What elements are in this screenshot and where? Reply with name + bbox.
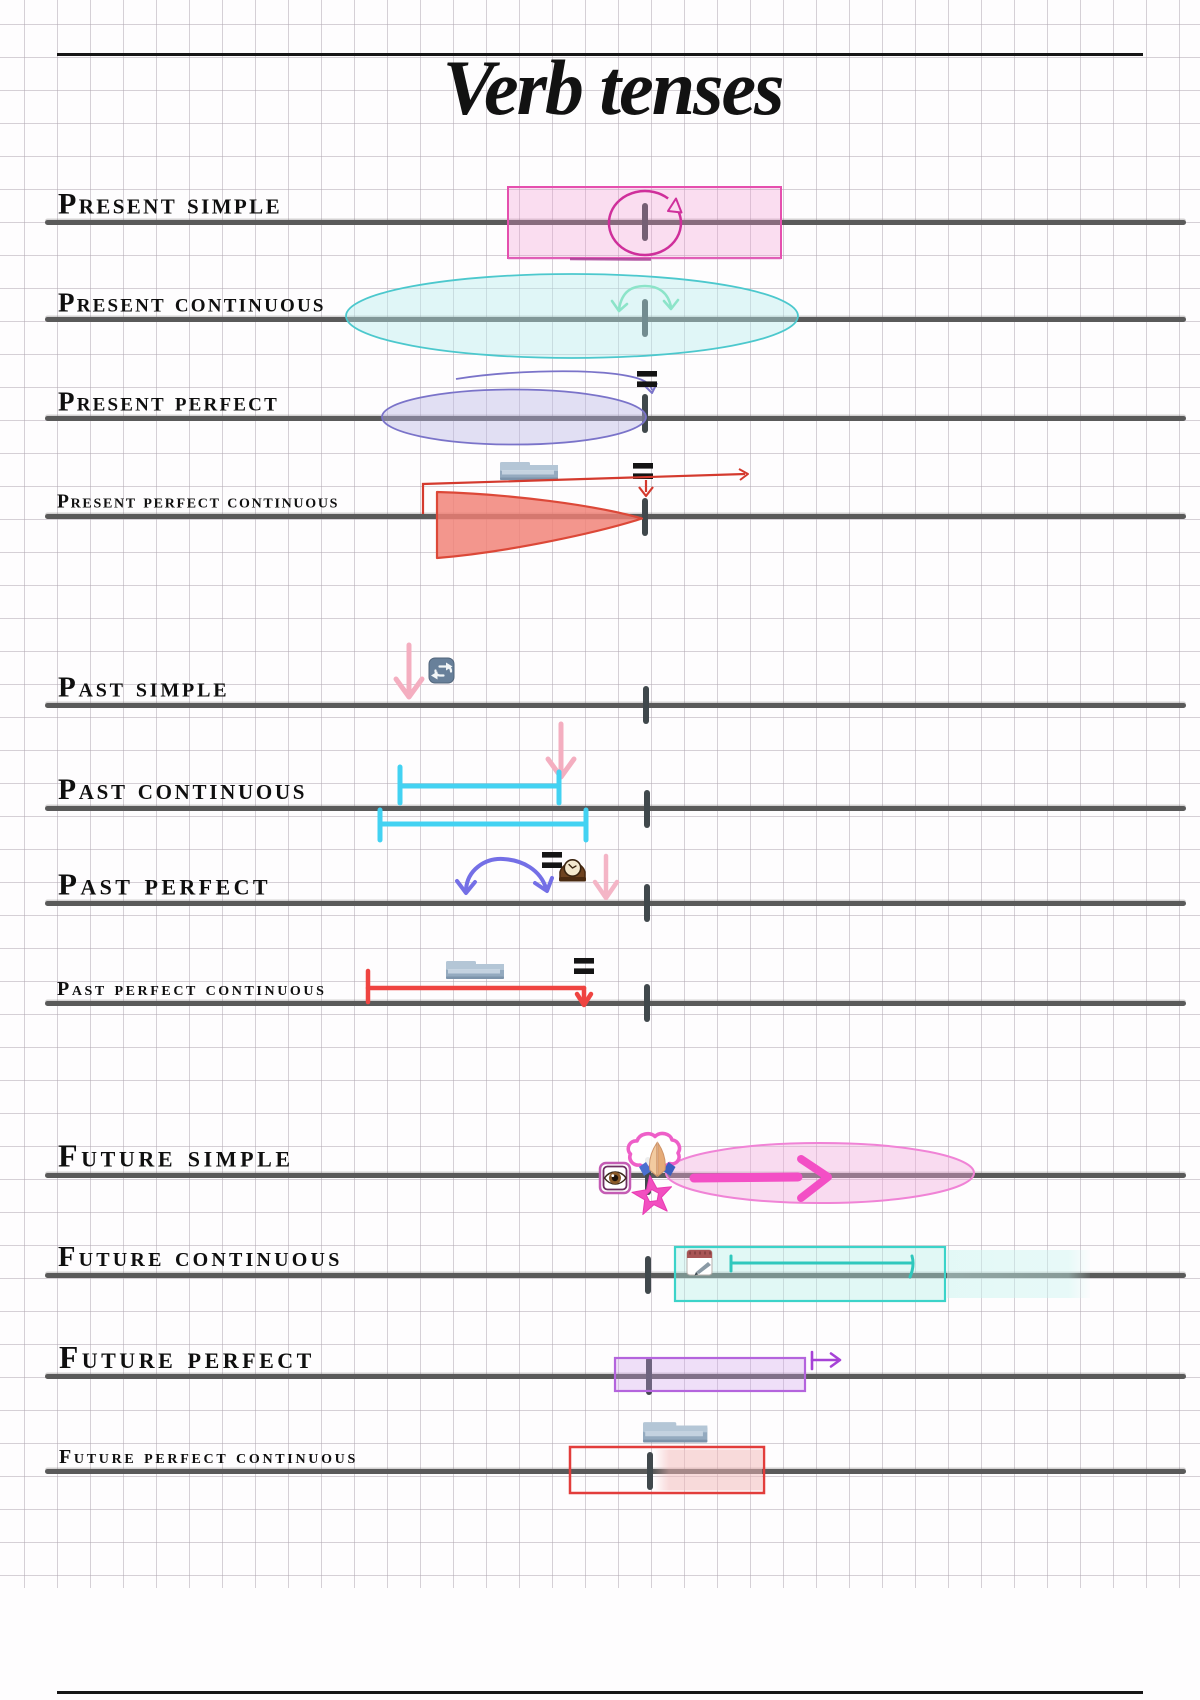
present-simple-annotation: [507, 186, 782, 261]
label-future-perfect: Future perfect: [59, 1339, 315, 1375]
present-perfect-continuous-annotation: [421, 462, 749, 560]
swoosh-arrow: [455, 370, 653, 391]
now-marker: [643, 686, 649, 724]
graph-paper-grid: [0, 0, 1200, 1588]
duration-cone: [435, 490, 644, 560]
timeline-past-continuous: [45, 806, 1186, 811]
repeat-loop-circle-arrow: [607, 189, 683, 257]
now-marker: [647, 1452, 653, 1490]
now-marker: [645, 1157, 651, 1195]
label-future-continuous: Future continuous: [58, 1242, 343, 1274]
future-perfect-continuous-annotation: [568, 1422, 766, 1495]
highlight-box: [568, 1445, 766, 1495]
equals-sign: [574, 958, 594, 974]
highlight-fill: [654, 1449, 762, 1491]
label-future-simple: Future simple: [58, 1137, 294, 1174]
now-marker: [642, 498, 648, 536]
eraser-icon: [500, 462, 558, 480]
praying-hands-icon: [639, 1141, 676, 1178]
long-right-arrowhead: [738, 468, 749, 481]
mantel-clock-icon: [559, 858, 586, 882]
hand-drawn-stroke-dark: [569, 257, 652, 261]
hop-arrowhead-left: [455, 879, 477, 895]
now-marker: [646, 1357, 652, 1395]
label-present-simple: Present simple: [58, 187, 282, 221]
maps-to-arrow: [810, 1350, 842, 1371]
label-past-perfect-continuous: Past perfect continuous: [57, 978, 327, 1000]
interval-bar-lower: [377, 807, 589, 843]
bottom-rule: [57, 1691, 1143, 1694]
highlight-box: [673, 1245, 947, 1303]
now-marker: [644, 884, 650, 922]
label-past-continuous: Past continuous: [58, 774, 308, 807]
highlight-ellipse: [345, 273, 799, 359]
timeline-future-perfect-continuous: [45, 1469, 1186, 1474]
timeline-present-perfect: [45, 416, 1186, 421]
future-perfect-annotation: [613, 1350, 842, 1393]
equals-sign: [542, 852, 562, 868]
now-marker: [642, 299, 648, 337]
highlight-wash: [947, 1250, 1090, 1298]
now-marker: [645, 1256, 651, 1294]
hop-arrow: [464, 856, 548, 892]
arc-arrowhead-right: [662, 298, 680, 311]
hop-arrowhead-right: [533, 876, 554, 893]
interval-bar-upper: [397, 764, 562, 806]
future-continuous-annotation: [673, 1245, 1090, 1303]
star-icon: [631, 1174, 673, 1216]
past-simple-annotation: [393, 642, 455, 700]
repeat-button-icon: [428, 657, 455, 684]
timeline-past-perfect: [45, 901, 1186, 906]
thick-right-arrow-shaft: [689, 1172, 803, 1183]
timeline-future-continuous: [45, 1273, 1186, 1278]
page-title: Verb tenses: [442, 44, 785, 131]
label-past-perfect: Past perfect: [58, 866, 271, 902]
future-simple-annotation: [598, 1131, 975, 1216]
eraser-icon: [446, 961, 504, 979]
pink-down-arrowhead: [393, 676, 425, 700]
arc-arrowhead-left: [610, 299, 629, 313]
loop-arrowhead: [667, 197, 683, 214]
present-perfect-annotation: [381, 370, 658, 446]
highlight-ellipse: [381, 388, 647, 446]
now-marker: [644, 790, 650, 828]
interval-bar: [729, 1254, 915, 1279]
past-perfect-continuous-annotation: [365, 958, 594, 1008]
timeline-present-continuous: [45, 317, 1186, 322]
interval-down-arrow: [365, 968, 587, 1005]
label-past-simple: Past simple: [58, 671, 230, 704]
label-future-perfect-continuous: Future perfect continuous: [59, 1446, 358, 1468]
calendar-pencil-icon: [686, 1249, 713, 1276]
timeline-present-simple: [45, 220, 1186, 225]
down-arrowhead: [638, 486, 654, 498]
past-continuous-annotation: [377, 721, 589, 843]
eye-box-icon: [598, 1161, 632, 1195]
now-marker: [642, 203, 648, 241]
bounce-arc-arrow: [617, 284, 673, 311]
timeline-past-simple: [45, 703, 1186, 708]
label-present-continuous: Present continuous: [58, 287, 326, 318]
label-present-perfect: Present perfect: [58, 386, 279, 417]
top-rule: [57, 53, 1143, 56]
interval-down-arrowhead: [574, 991, 594, 1008]
past-perfect-annotation: [455, 852, 620, 901]
present-continuous-annotation: [345, 273, 799, 359]
thick-right-arrowhead: [797, 1155, 832, 1202]
long-right-arrow: [421, 472, 746, 514]
highlight-box: [613, 1356, 807, 1393]
label-present-perfect-continuous: Present perfect continuous: [57, 491, 340, 513]
pink-down-arrowhead: [592, 879, 620, 901]
highlight-box: [507, 186, 782, 259]
eraser-icon: [643, 1422, 708, 1443]
timeline-past-perfect-continuous: [45, 1001, 1186, 1006]
now-marker: [644, 984, 650, 1022]
